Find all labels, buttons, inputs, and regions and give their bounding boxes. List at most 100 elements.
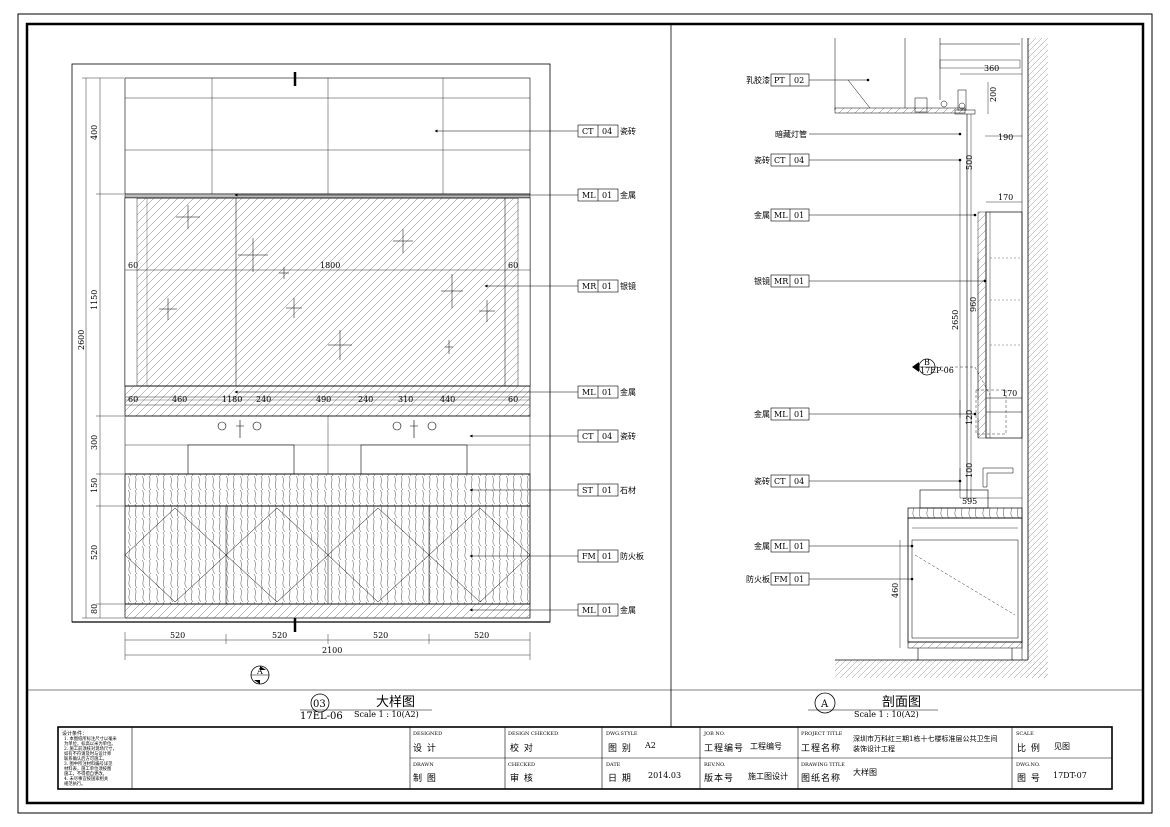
design-check-label: DESIGN CHECKED <box>508 731 559 737</box>
shelf-dim: 60 <box>128 395 138 404</box>
drawn-label: DRAWN <box>413 762 434 768</box>
dwg-style-value: A2 <box>645 741 656 750</box>
tag-number: 04 <box>794 156 804 165</box>
project-title-label: PROJECT TITLE <box>801 731 843 737</box>
detail-marker-letter: B <box>924 358 930 367</box>
dwg-style-label: DWG.STYLE <box>606 731 638 737</box>
basin-section <box>919 489 989 509</box>
tag-material-name: 瓷砖 <box>620 126 636 136</box>
sdim-9: 170 <box>1002 389 1017 398</box>
note-line: 2. 施工前须核对现场尺寸， <box>64 747 117 752</box>
dim-bottom-4: 520 <box>474 631 489 640</box>
wall-hatch <box>1028 38 1048 678</box>
tag-material-name: 乳胶漆 <box>746 75 770 85</box>
tag-material-name: 金属 <box>620 387 636 397</box>
notes-list: 1. 本图纸所标注尺寸以毫米为单位，标高以米为单位。2. 施工前须核对现场尺寸，… <box>64 737 130 787</box>
floor-hatch <box>835 660 1048 678</box>
sdim-1: 360 <box>984 64 999 73</box>
job-no-value: 工程编号 <box>750 742 782 751</box>
stone-countertop <box>124 473 531 507</box>
job-no-label: JOB NO. <box>704 731 726 737</box>
section-title-text: 剖面图 <box>882 695 921 710</box>
tag-material-name: 银镜 <box>754 276 770 286</box>
note-line: 材料表，施工单位须按图 <box>64 767 112 772</box>
sdim-12: 460 <box>891 583 900 598</box>
faucet-icon <box>217 420 437 438</box>
elevation-title-text: 大样图 <box>376 695 415 710</box>
tag-code: FM <box>582 552 596 561</box>
tag-number: 01 <box>602 606 612 615</box>
section-marker-letter: A <box>256 667 263 676</box>
sdim-7: 960 <box>969 297 978 312</box>
note-line: 规范执行。 <box>64 782 86 787</box>
sdim-4: 500 <box>965 155 974 170</box>
sdim-10: 100 <box>965 463 974 478</box>
shelf-dim: 440 <box>440 395 455 404</box>
scale-key: 比 例 <box>1017 744 1041 754</box>
title-block-grid <box>57 726 1113 790</box>
dim-left-6: 80 <box>90 604 99 614</box>
tag-number: 01 <box>794 211 804 220</box>
dim-left-2: 1150 <box>90 290 99 310</box>
rev-no-value: 施工图设计 <box>748 772 788 781</box>
job-no-key: 工程编号 <box>704 744 745 754</box>
tag-material-name: 瓷砖 <box>620 431 636 441</box>
note-line: 如有不符请及时与设计师 <box>64 752 112 757</box>
tag-number: 01 <box>602 191 612 200</box>
tag-number: 01 <box>602 388 612 397</box>
tag-code: PT <box>774 76 785 85</box>
shelf-dim: 240 <box>256 395 271 404</box>
drawing-title-label: DRAWING TITLE <box>801 762 845 768</box>
tag-number: 01 <box>602 552 612 561</box>
tag-material-name: 银镜 <box>620 281 636 291</box>
note-line: 联系确认后方可施工。 <box>64 757 107 762</box>
metal-band-top <box>124 193 531 199</box>
tag-code: ML <box>774 211 788 220</box>
note-line: 为单位，标高以米为单位。 <box>64 742 116 747</box>
tag-material-name: 防火板 <box>620 551 644 561</box>
mirror-panel <box>124 197 531 387</box>
dim-left-3: 300 <box>90 435 99 450</box>
tag-material-name: 金属 <box>620 190 636 200</box>
section-marker: A <box>250 665 270 685</box>
outer-frame <box>17 13 1153 814</box>
tag-material-name: 瓷砖 <box>754 476 770 486</box>
tag-number: 01 <box>602 486 612 495</box>
elevation-view: 400 1150 300 150 520 80 2600 1800 60 60 … <box>71 63 644 722</box>
dim-left-1: 400 <box>90 125 99 140</box>
dim-bottom-1: 520 <box>170 631 185 640</box>
basin-right <box>360 444 468 475</box>
detail-marker-ref: 17EP-06 <box>920 366 954 375</box>
sdim-6: 2650 <box>951 310 960 330</box>
tile-zone <box>124 77 531 195</box>
left-dimensions <box>82 77 124 619</box>
tag-number: 04 <box>794 477 804 486</box>
tag-material-name: 暗藏灯管 <box>775 129 807 139</box>
date-label: DATE <box>606 762 621 768</box>
tag-material-name: 防火板 <box>746 574 770 584</box>
material-tag: FM 01 防火板 <box>469 549 644 563</box>
checked-value: 审 核 <box>510 774 534 784</box>
dwg-no-key: 图 号 <box>1017 774 1041 784</box>
ceiling-board <box>834 107 966 114</box>
dim-bottom-3: 520 <box>373 631 388 640</box>
shelf-dim: 490 <box>316 395 331 404</box>
scale-value: 见图 <box>1054 742 1070 751</box>
section-material-tag: 暗藏灯管 <box>775 129 962 139</box>
cabinet-section <box>907 517 1023 643</box>
tag-code: ST <box>582 486 593 495</box>
tag-number: 01 <box>602 282 612 291</box>
drawing-title-key: 图纸名称 <box>801 774 842 784</box>
inner-frame <box>25 22 1145 805</box>
